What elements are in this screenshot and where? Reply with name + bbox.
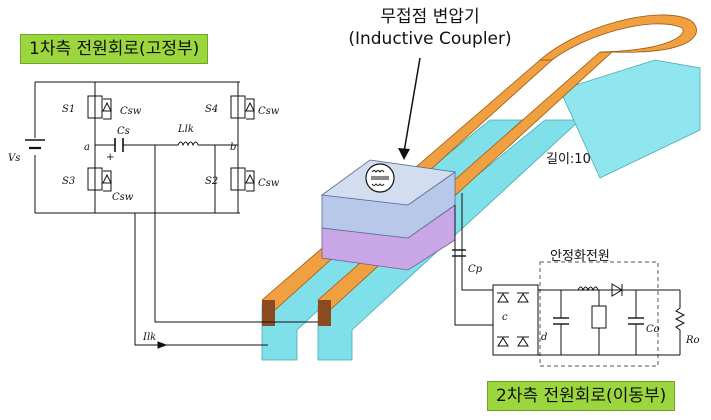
primary-circuit: [25, 81, 318, 349]
ilk-arrow: [157, 341, 168, 349]
label-cs: Cs: [117, 126, 130, 137]
label-csw-s4: Csw: [258, 106, 280, 117]
label-csw-s1: Csw: [120, 106, 142, 117]
label-node-b: b: [230, 142, 236, 153]
label-s4: S4: [205, 104, 218, 115]
lead-to-left-rail: [154, 145, 318, 323]
lead-ilk-return: [134, 213, 268, 346]
inductor-llk: [177, 141, 199, 147]
diode-s3: [102, 170, 112, 192]
rail-far-cyan: [559, 59, 701, 179]
coupler-title-line1: 무접점 변압기: [380, 7, 480, 27]
rectifier-bridge: [492, 284, 539, 356]
diode-s1: [102, 98, 112, 120]
label-ro: Ro: [685, 335, 700, 346]
switch-s2: [230, 167, 246, 191]
label-ilk: Ilk: [142, 332, 156, 343]
diode-bridge-4: [517, 336, 529, 347]
label-llk: Llk: [177, 124, 194, 135]
switch-s4: [230, 95, 246, 119]
label-cp: Cp: [468, 264, 483, 275]
label-s2: S2: [205, 176, 218, 187]
primary-circuit-label: 1차측 전원회로(고정부): [20, 34, 209, 64]
rail-right-end: [318, 300, 331, 326]
switch-buck: [591, 305, 607, 329]
coupler-pointer-arrow: [403, 57, 421, 153]
rail-left-end: [262, 300, 275, 326]
inductive-coupler: [320, 159, 457, 271]
resistor-ro: [674, 290, 686, 355]
diode-buck: [611, 283, 623, 297]
stabilizer-box: [539, 261, 659, 367]
diode-bridge-1: [497, 292, 509, 303]
secondary-circuit-label: 2차측 전원회로(이동부): [487, 381, 676, 411]
switch-s1: [87, 95, 103, 119]
inductor-buck: [577, 286, 599, 292]
transformer-symbol-circle: [365, 163, 395, 193]
label-node-c: c: [502, 312, 508, 323]
secondary-circuit: [452, 193, 686, 367]
coupler-pointer-arrowhead: [398, 148, 410, 160]
label-node-a: a: [84, 142, 90, 153]
primary-labels: Vs S1 S3 S4 S2 Csw Csw Csw Csw Cs Llk a …: [8, 104, 280, 343]
label-vs: Vs: [8, 153, 20, 164]
diode-s4: [245, 98, 255, 120]
label-plus: +: [106, 152, 114, 163]
label-s3: S3: [62, 176, 75, 187]
coupler-title: 무접점 변압기 (Inductive Coupler): [330, 6, 530, 50]
coupler-to-rectifier: [454, 240, 493, 326]
diode-bridge-2: [517, 292, 529, 303]
label-s1: S1: [62, 104, 75, 115]
switch-s3: [87, 167, 103, 191]
rail-loop-orange: [538, 14, 697, 61]
coupler-title-line2: (Inductive Coupler): [348, 29, 512, 49]
diode-bridge-3: [497, 336, 509, 347]
transformer-coil-icon: [371, 170, 389, 186]
label-node-d: d: [541, 332, 547, 343]
stabilizer-label: 안정화전원: [550, 249, 610, 264]
label-csw-s2: Csw: [258, 178, 280, 189]
coupler-lead-1: [454, 193, 463, 240]
diode-s2: [245, 170, 255, 192]
label-csw-s3: Csw: [112, 192, 134, 203]
secondary-labels: Cp c d Co Ro: [468, 264, 700, 346]
track-rails: [261, 14, 701, 361]
label-co: Co: [646, 324, 660, 335]
